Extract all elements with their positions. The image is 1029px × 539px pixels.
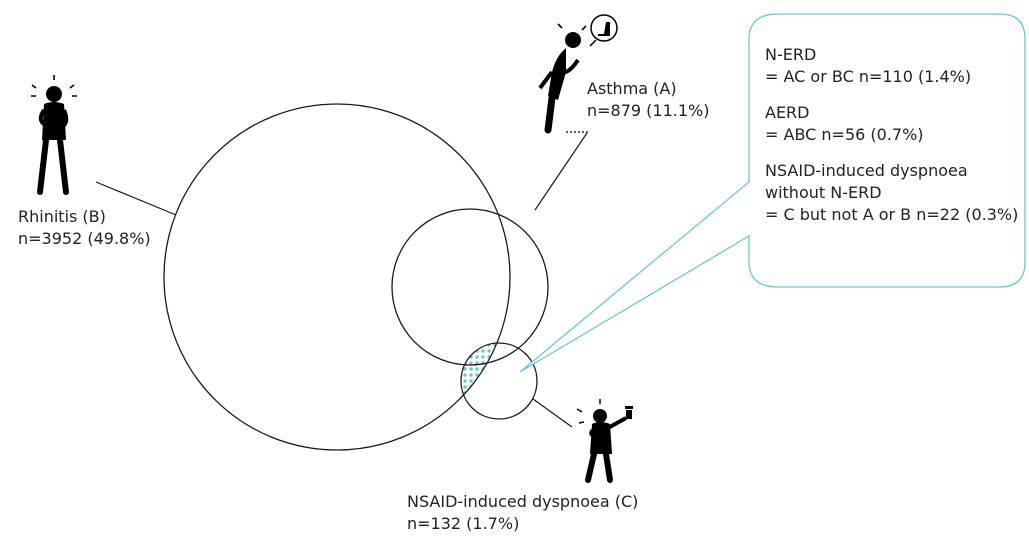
asthma-name: Asthma (A) [587,79,677,98]
nsaid-only-title-1: NSAID-induced dyspnoea [765,161,968,180]
rhinitis-count: n=3952 (49.8%) [18,229,151,248]
asthma-leader [534,132,588,211]
rhinitis-name: Rhinitis (B) [18,207,106,226]
callout-bubble [519,13,1026,373]
nsaid-leader [532,398,573,428]
rhinitis-leader [95,181,177,216]
nerd-line: = AC or BC n=110 (1.4%) [765,67,972,86]
aerd-block: AERD = ABC n=56 (0.7%) [765,102,1018,146]
nsaid-circle [460,342,538,420]
inhaler-icon [589,14,618,47]
asthma-label: Asthma (A) n=879 (11.1%) [587,78,709,122]
rhinitis-label: Rhinitis (B) n=3952 (49.8%) [18,206,151,250]
nsaid-only-block: NSAID-induced dyspnoea without N-ERD = C… [765,160,1018,226]
nerd-title: N-ERD [765,45,817,64]
nsaid-only-line: = C but not A or B n=22 (0.3%) [765,205,1019,224]
asthma-person-icon [538,23,588,134]
asthma-count: n=879 (11.1%) [587,101,710,120]
pill-bottle-icon [625,406,633,419]
aerd-title: AERD [765,103,810,122]
aerd-line: = ABC n=56 (0.7%) [765,125,924,144]
nerd-block: N-ERD = AC or BC n=110 (1.4%) [765,44,1018,88]
callout-text: N-ERD = AC or BC n=110 (1.4%) AERD = ABC… [765,44,1018,240]
asthma-circle [391,208,549,366]
rhinitis-circle [163,103,511,451]
nsaid-person-icon [576,399,627,483]
nsaid-count: n=132 (1.7%) [407,514,520,533]
rhinitis-person-icon [31,75,77,195]
nsaid-only-title-2: without N-ERD [765,183,882,202]
nsaid-name: NSAID-induced dyspnoea (C) [407,492,639,511]
nsaid-label: NSAID-induced dyspnoea (C) n=132 (1.7%) [407,491,638,535]
